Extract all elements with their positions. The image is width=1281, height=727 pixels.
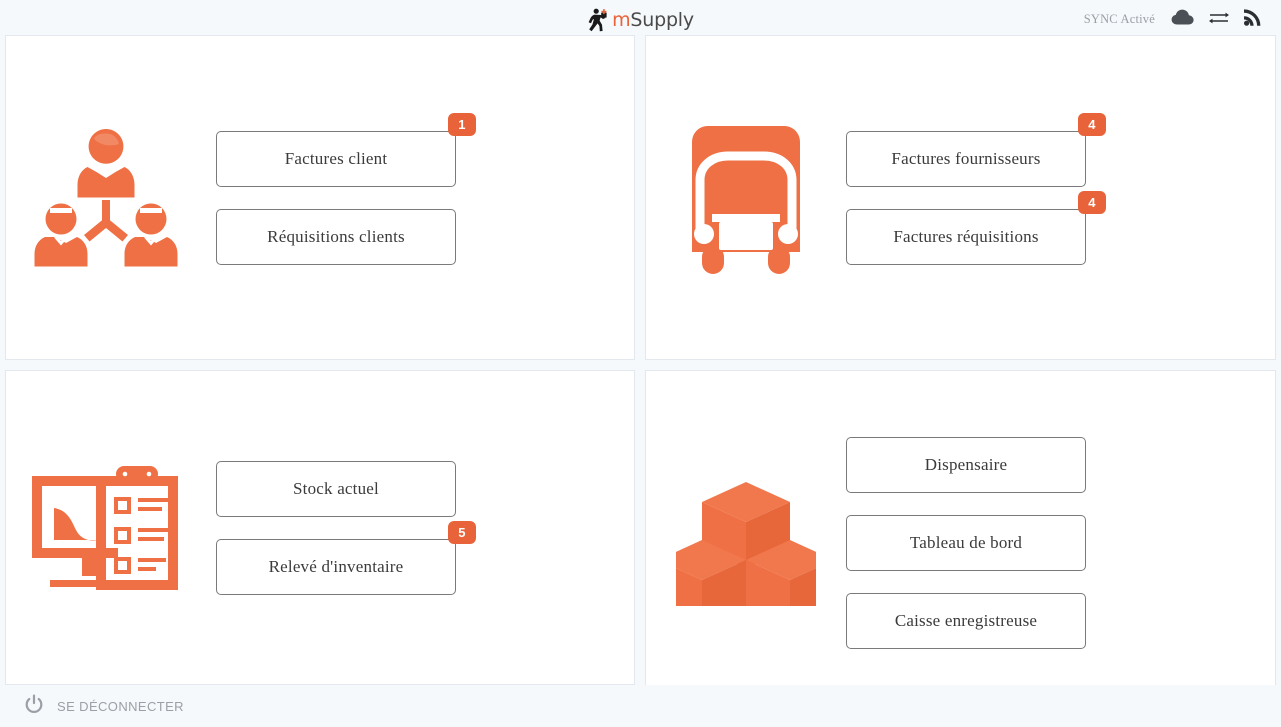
- power-icon: [24, 694, 44, 719]
- rss-icon[interactable]: [1243, 7, 1263, 32]
- brand-text-m: m: [612, 8, 631, 31]
- menu-button-label: Caisse enregistreuse: [894, 610, 1038, 630]
- logout-label: SE DÉCONNECTER: [57, 698, 184, 714]
- brand-logo: mSupply: [587, 7, 694, 33]
- logout-button[interactable]: SE DÉCONNECTER: [24, 694, 184, 719]
- running-man-medical-icon: [587, 7, 609, 33]
- app-footer: SE DÉCONNECTER: [0, 685, 1281, 727]
- suppliers-card-buttons: Factures fournisseurs 4 Factures réquisi…: [846, 112, 1275, 265]
- suppliers-card: Factures fournisseurs 4 Factures réquisi…: [645, 35, 1276, 360]
- cloud-icon[interactable]: [1171, 8, 1195, 31]
- brand-text-supply: Supply: [630, 8, 694, 31]
- header-status-area: SYNC Activé: [1084, 0, 1263, 39]
- menu-button-label: Réquisitions clients: [267, 226, 405, 246]
- menu-button-label: Factures client: [284, 148, 388, 168]
- monitor-clipboard-icon: [6, 464, 206, 592]
- customers-card: Factures client 1 Réquisitions clients: [5, 35, 635, 360]
- customers-group-icon: [6, 125, 206, 270]
- menu-button-label: Stock actuel: [293, 478, 379, 498]
- menu-button-label: Relevé d'inventaire: [268, 556, 404, 576]
- menu-button-supplier-requisitions[interactable]: Factures réquisitions 4: [846, 190, 1106, 265]
- menu-button-badge: 5: [448, 520, 476, 544]
- sync-arrows-icon[interactable]: [1208, 8, 1230, 31]
- menu-button-badge: 1: [448, 112, 476, 136]
- menu-button-badge: 4: [1078, 190, 1106, 214]
- menu-button-dashboard[interactable]: Tableau de bord: [846, 514, 1086, 571]
- dispensary-card-buttons: Dispensaire Tableau de bord Caisse enreg…: [846, 436, 1275, 649]
- customers-card-buttons: Factures client 1 Réquisitions clients: [206, 112, 634, 265]
- menu-button-badge: 4: [1078, 112, 1106, 136]
- stock-card-buttons: Stock actuel Relevé d'inventaire 5: [206, 460, 634, 595]
- menu-button-label: Tableau de bord: [909, 532, 1023, 552]
- sync-status-label: SYNC Activé: [1083, 12, 1155, 26]
- boxes-icon: [646, 480, 846, 606]
- menu-button-label: Dispensaire: [924, 454, 1008, 474]
- menu-button-customer-invoices[interactable]: Factures client 1: [216, 112, 476, 187]
- menu-button-supplier-invoices[interactable]: Factures fournisseurs 4: [846, 112, 1106, 187]
- dispensary-card: Dispensaire Tableau de bord Caisse enreg…: [645, 370, 1276, 715]
- menu-button-current-stock[interactable]: Stock actuel: [216, 460, 456, 517]
- app-header: mSupply SYNC Activé: [0, 0, 1281, 39]
- stock-card: Stock actuel Relevé d'inventaire 5: [5, 370, 635, 685]
- menu-button-cash-register[interactable]: Caisse enregistreuse: [846, 592, 1086, 649]
- truck-icon: [646, 118, 846, 278]
- menu-button-customer-requisitions[interactable]: Réquisitions clients: [216, 208, 456, 265]
- menu-button-stocktake[interactable]: Relevé d'inventaire 5: [216, 520, 476, 595]
- menu-button-dispensary[interactable]: Dispensaire: [846, 436, 1086, 493]
- menu-button-label: Factures fournisseurs: [891, 148, 1041, 168]
- menu-button-label: Factures réquisitions: [893, 226, 1039, 246]
